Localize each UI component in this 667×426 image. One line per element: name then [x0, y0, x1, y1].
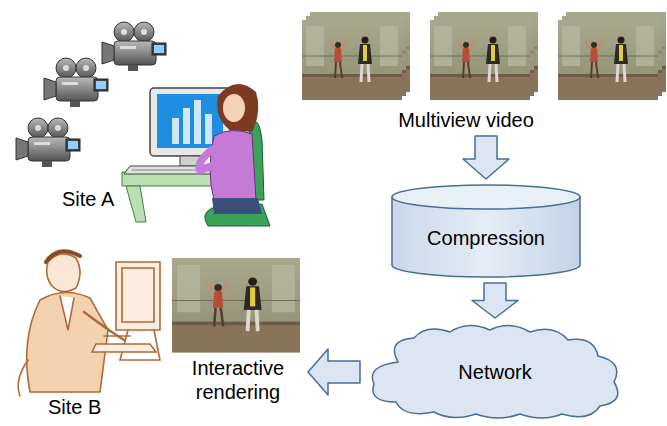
- rendering-view: Interactive rendering: [172, 256, 304, 404]
- site-label: Site B: [48, 396, 101, 419]
- node-text: Compression: [427, 226, 545, 250]
- block-arrow: [308, 349, 360, 395]
- storage-cylinder: Compression: [390, 183, 582, 279]
- node-text: Network: [458, 360, 531, 384]
- video-group: Multiview video: [290, 8, 660, 132]
- block-arrow: [463, 136, 509, 179]
- node-text: Multiview video: [366, 108, 566, 132]
- network-cloud: Network: [364, 322, 626, 422]
- block-arrow: [472, 283, 518, 318]
- node-text: Interactive rendering: [172, 356, 304, 404]
- site-label: Site A: [62, 188, 114, 211]
